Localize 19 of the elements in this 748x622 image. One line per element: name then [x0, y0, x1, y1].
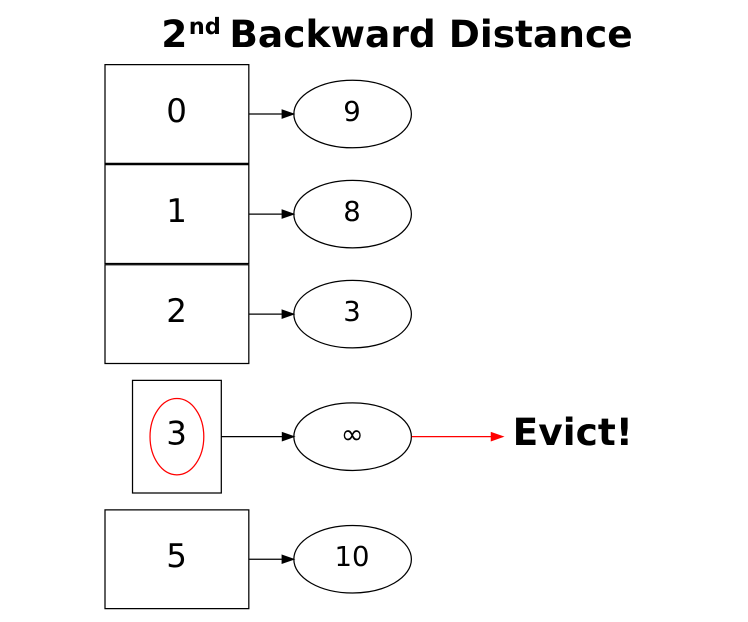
arrow — [248, 309, 295, 319]
node-ellipse: ∞ — [292, 402, 412, 472]
node-box: 5 — [104, 509, 249, 610]
node-ellipse: 10 — [292, 524, 412, 594]
diagram-title: 2$^{nd}$ Backward Distance — [160, 12, 632, 56]
node-ellipse: 3 — [148, 398, 204, 476]
node-ellipse: 9 — [292, 80, 412, 148]
arrow — [220, 432, 296, 442]
arrow — [411, 432, 504, 442]
node-text: Evict! — [512, 410, 632, 454]
cluster — [131, 380, 222, 494]
arrow — [248, 109, 295, 119]
node-ellipse: 3 — [292, 280, 412, 349]
arrow — [248, 554, 295, 564]
node-box: 0 — [104, 64, 249, 164]
node-ellipse: 8 — [292, 180, 412, 248]
arrow — [248, 209, 295, 219]
node-box: 2 — [104, 264, 249, 364]
node-box: 1 — [104, 164, 249, 264]
